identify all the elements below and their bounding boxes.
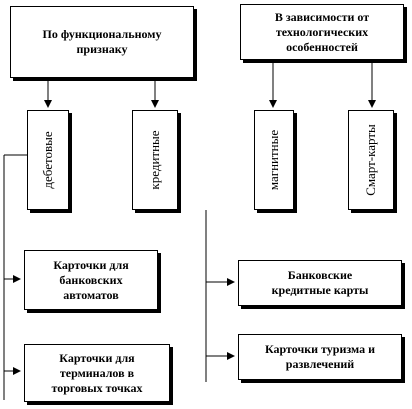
category-functional-label: По функциональному признаку [42, 27, 162, 56]
magnetic-label: магнитные [266, 129, 281, 191]
credit-box: кредитные [132, 110, 178, 210]
magnetic-box: магнитные [254, 110, 294, 210]
card-pos-label: Карточки для терминалов в торговых точка… [51, 350, 143, 395]
card-pos-box: Карточки для терминалов в торговых точка… [24, 344, 170, 402]
card-atm-label: Карточки для банковских автоматов [53, 257, 129, 302]
card-bank-credit-box: Банковские кредитные карты [238, 260, 402, 306]
card-atm-box: Карточки для банковских автоматов [24, 250, 158, 310]
credit-label: кредитные [147, 130, 162, 190]
debit-box: дебетовые [27, 110, 69, 210]
card-travel-box: Карточки туризма и развлечений [238, 334, 402, 380]
category-technological-label: В зависимости от технологических особенн… [274, 9, 370, 54]
smart-card-label: Смарт-карты [363, 124, 378, 196]
debit-label: дебетовые [40, 131, 55, 189]
smart-card-box: Смарт-карты [348, 110, 394, 210]
card-bank-credit-label: Банковские кредитные карты [271, 268, 369, 297]
category-functional-box: По функциональному признаку [10, 6, 194, 78]
card-travel-label: Карточки туризма и развлечений [264, 342, 376, 371]
category-technological-box: В зависимости от технологических особенн… [240, 4, 404, 60]
